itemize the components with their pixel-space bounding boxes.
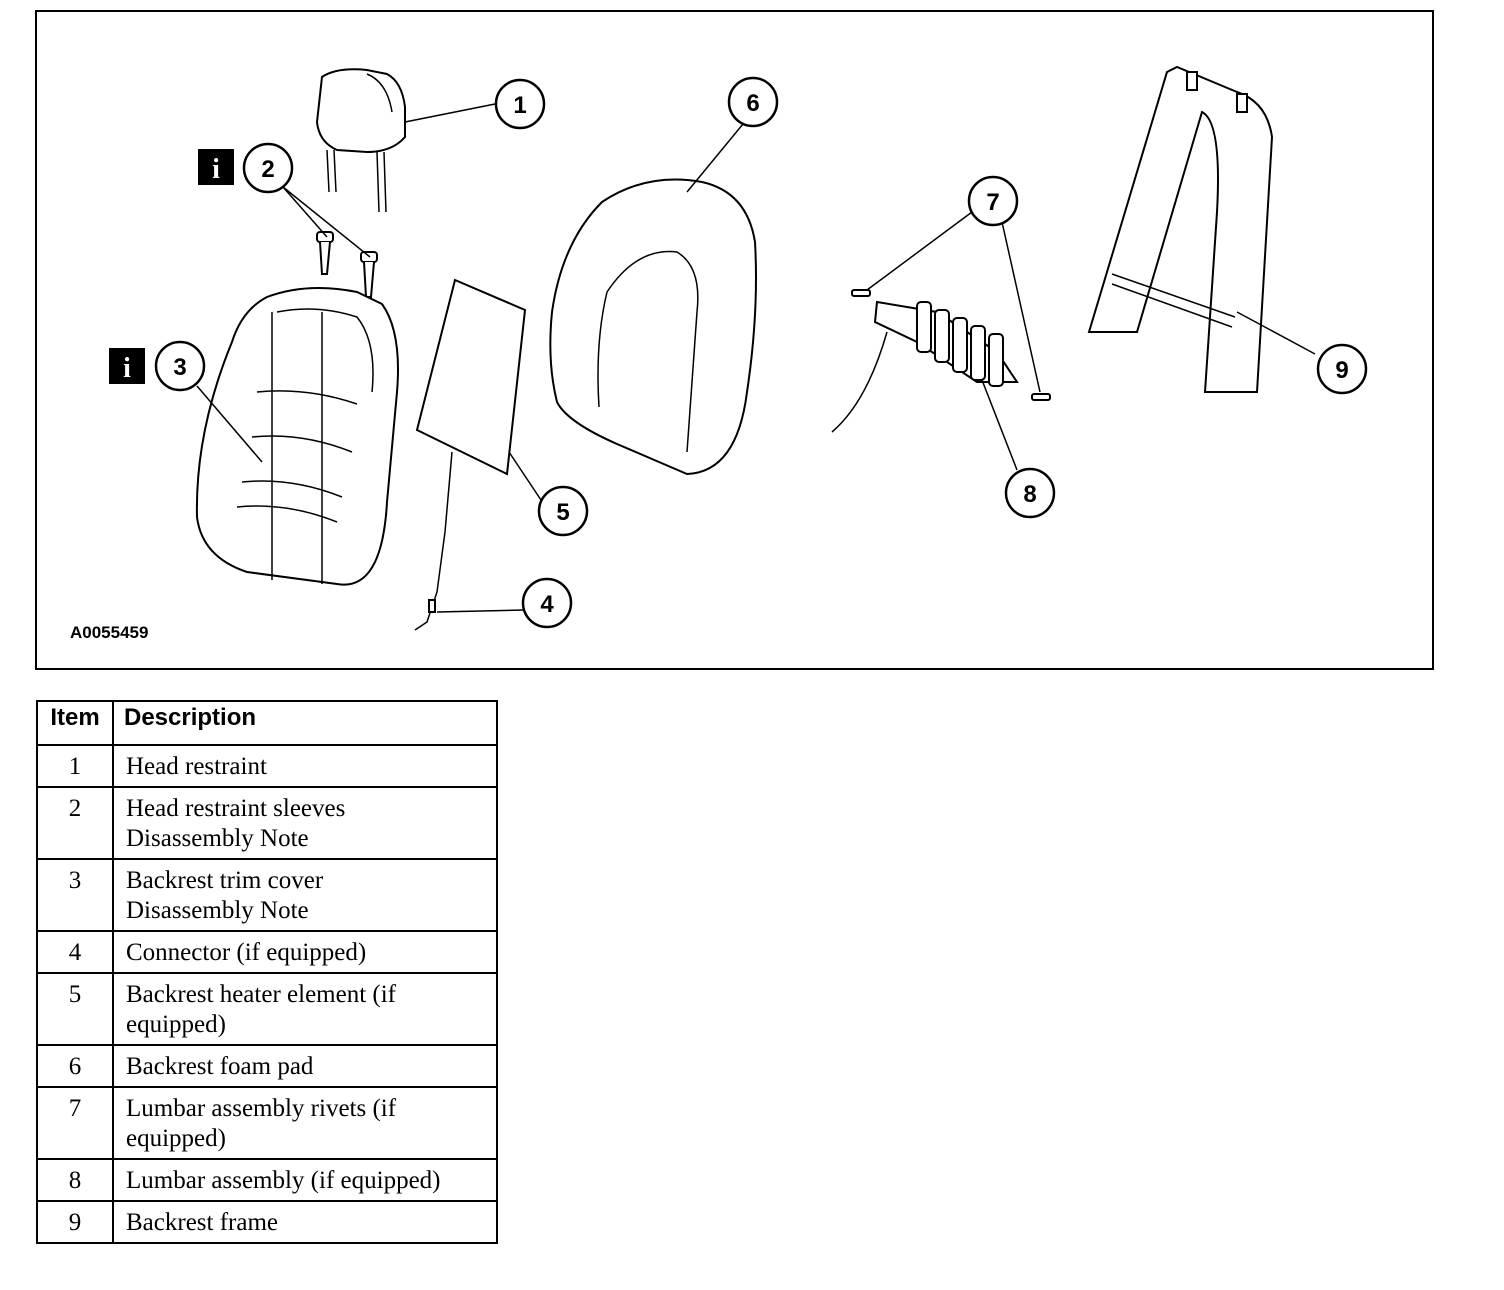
lumbar-assembly-rivets bbox=[851, 289, 1051, 401]
svg-text:2: 2 bbox=[261, 156, 274, 183]
head-restraint-sleeves bbox=[316, 231, 378, 298]
item-description: Head restraint bbox=[112, 744, 498, 788]
item-number: 7 bbox=[36, 1086, 114, 1160]
svg-text:6: 6 bbox=[746, 90, 759, 117]
item-number: 5 bbox=[36, 972, 114, 1046]
exploded-diagram: i i 1 2 3 4 5 6 7 8 9 A0055459 bbox=[35, 10, 1434, 670]
table-row: 8 Lumbar assembly (if equipped) bbox=[36, 1158, 498, 1202]
backrest-heater-element bbox=[415, 278, 527, 476]
callout-5: 5 bbox=[537, 485, 589, 537]
svg-text:8: 8 bbox=[1023, 481, 1036, 508]
item-number: 1 bbox=[36, 744, 114, 788]
item-number: 8 bbox=[36, 1158, 114, 1202]
item-number: 6 bbox=[36, 1044, 114, 1088]
figure-id-label: A0055459 bbox=[70, 623, 149, 642]
item-description: Backrest heater element (if equipped) bbox=[112, 972, 498, 1046]
callout-2: 2 bbox=[242, 142, 294, 194]
svg-text:7: 7 bbox=[986, 189, 999, 216]
info-icon: i bbox=[198, 149, 234, 185]
item-number: 9 bbox=[36, 1200, 114, 1244]
item-description: Lumbar assembly (if equipped) bbox=[112, 1158, 498, 1202]
diagram-art: i i 1 2 3 4 5 6 7 8 9 bbox=[109, 65, 1368, 631]
callout-3: 3 bbox=[154, 340, 206, 392]
callout-4: 4 bbox=[521, 577, 573, 629]
svg-text:i: i bbox=[123, 353, 131, 384]
callout-9: 9 bbox=[1316, 343, 1368, 395]
item-description: Backrest frame bbox=[112, 1200, 498, 1244]
svg-text:9: 9 bbox=[1335, 357, 1348, 384]
lumbar-assembly bbox=[831, 300, 1019, 433]
leader-lines bbox=[196, 103, 1316, 613]
callout-7: 7 bbox=[967, 175, 1019, 227]
parts-legend-table: Item Description 1 Head restraint 2 Head… bbox=[36, 700, 498, 1244]
table-row: 6 Backrest foam pad bbox=[36, 1044, 498, 1088]
info-icon: i bbox=[109, 348, 145, 384]
callout-6: 6 bbox=[727, 76, 779, 128]
svg-text:5: 5 bbox=[556, 499, 569, 526]
item-description: Lumbar assembly rivets (if equipped) bbox=[112, 1086, 498, 1160]
item-description: Backrest foam pad bbox=[112, 1044, 498, 1088]
connector bbox=[414, 451, 453, 631]
column-header-item: Item bbox=[36, 700, 114, 746]
item-description: Connector (if equipped) bbox=[112, 930, 498, 974]
callout-1: 1 bbox=[494, 78, 546, 130]
item-number: 3 bbox=[36, 858, 114, 932]
item-number: 2 bbox=[36, 786, 114, 860]
svg-text:i: i bbox=[212, 154, 220, 185]
table-row: 1 Head restraint bbox=[36, 744, 498, 788]
backrest-frame bbox=[1087, 65, 1274, 393]
backrest-trim-cover bbox=[195, 287, 399, 586]
disassembly-note-link[interactable]: Disassembly Note bbox=[126, 897, 309, 924]
table-row: 5 Backrest heater element (if equipped) bbox=[36, 972, 498, 1046]
head-restraint bbox=[315, 68, 406, 213]
table-header-row: Item Description bbox=[36, 700, 498, 746]
column-header-description: Description bbox=[112, 700, 498, 746]
backrest-foam-pad bbox=[549, 178, 757, 476]
table-row: 7 Lumbar assembly rivets (if equipped) bbox=[36, 1086, 498, 1160]
svg-text:1: 1 bbox=[513, 92, 526, 119]
disassembly-note-link[interactable]: Disassembly Note bbox=[126, 825, 309, 852]
item-number: 4 bbox=[36, 930, 114, 974]
svg-text:3: 3 bbox=[173, 354, 186, 381]
table-row: 9 Backrest frame bbox=[36, 1200, 498, 1244]
svg-text:4: 4 bbox=[540, 591, 554, 618]
table-row: 4 Connector (if equipped) bbox=[36, 930, 498, 974]
callout-8: 8 bbox=[1004, 467, 1056, 519]
